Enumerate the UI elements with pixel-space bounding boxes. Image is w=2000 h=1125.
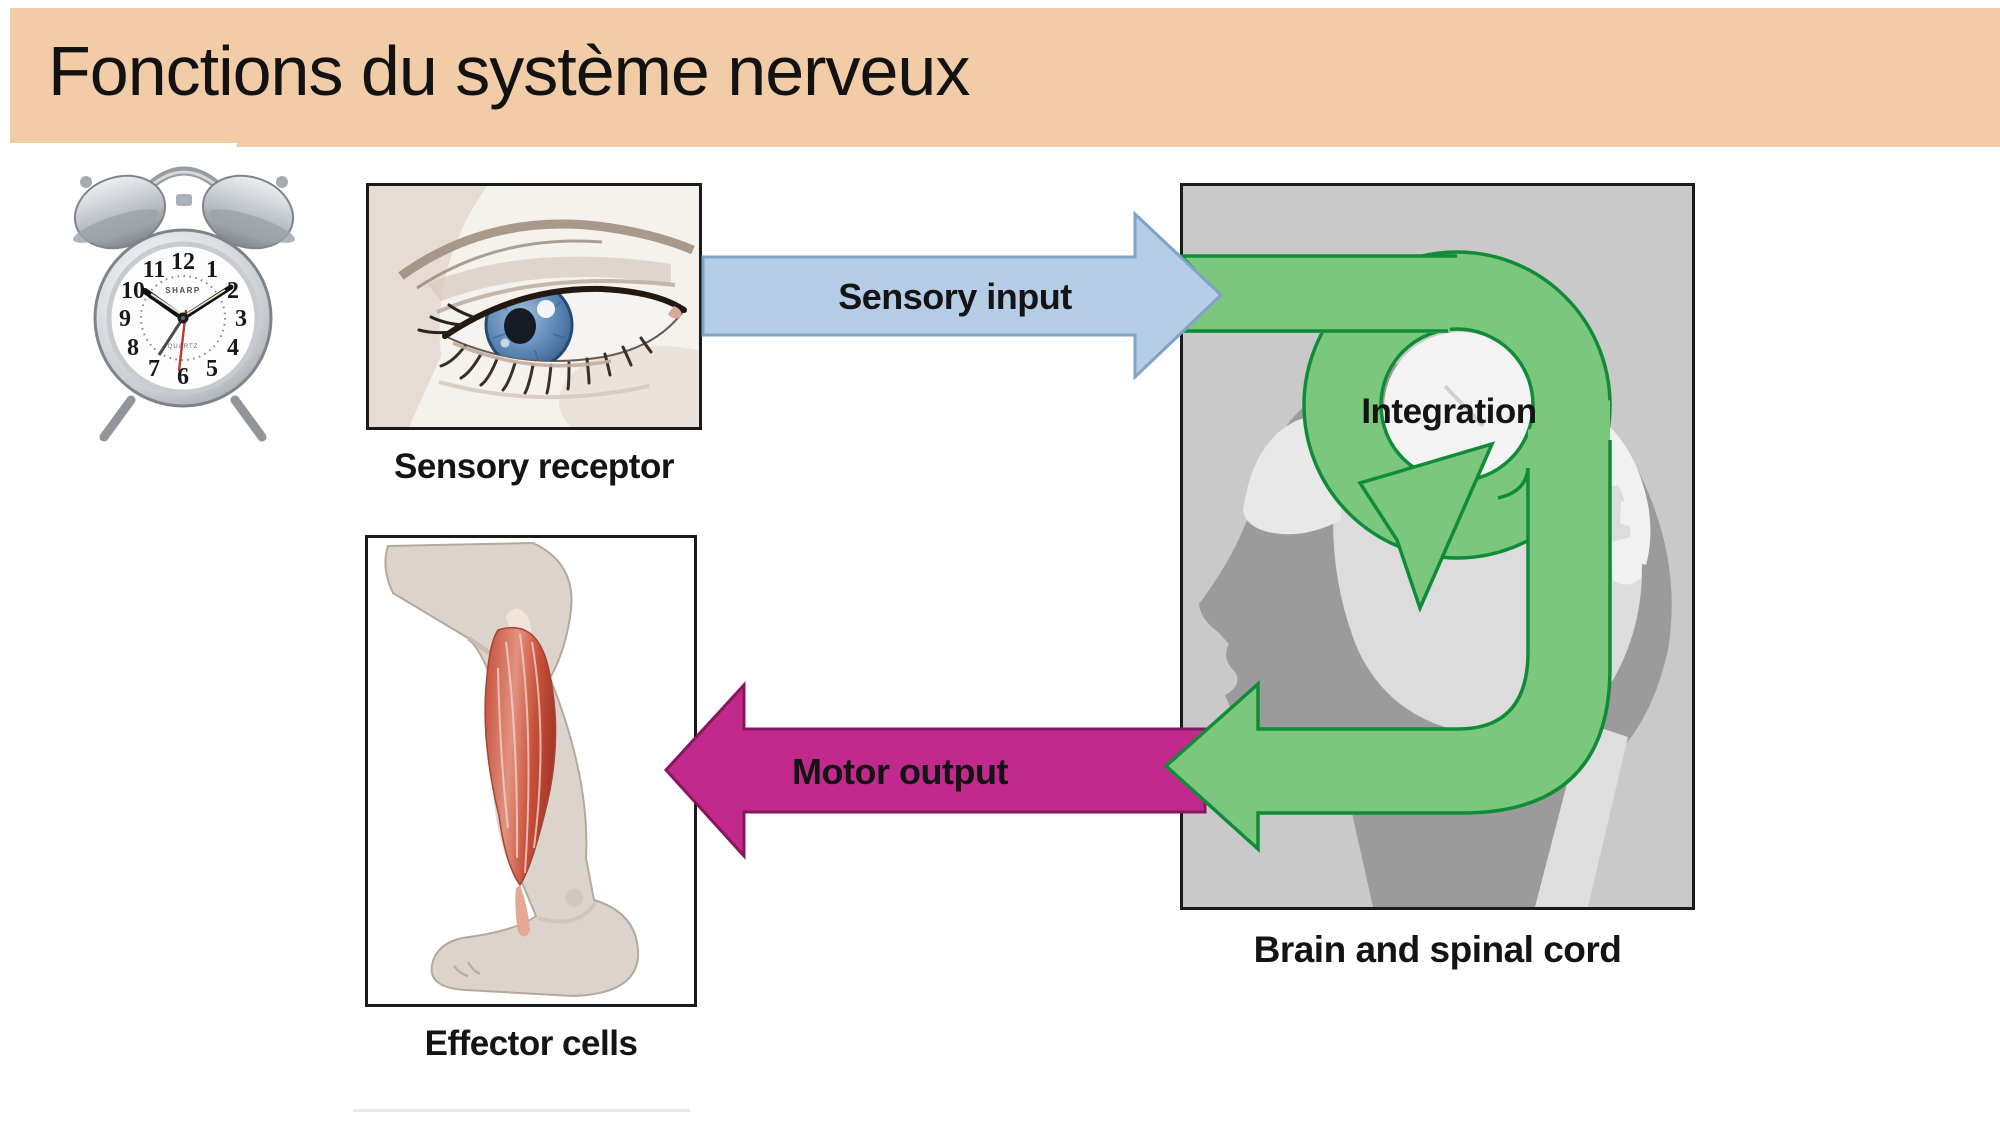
clock-bell-knob	[80, 176, 92, 188]
clock-num: 9	[119, 306, 131, 332]
sensory-receptor-image-box	[366, 183, 702, 430]
clock-hammer	[176, 194, 192, 206]
clock-alarm-hand	[157, 317, 185, 356]
brain-spinal-cord-label: Brain and spinal cord	[1253, 929, 1622, 970]
sensory-input-label: Sensory input	[838, 276, 1072, 317]
tear-duct	[668, 306, 682, 319]
upper-lash-line	[442, 285, 687, 339]
bottom-edge-fragment	[353, 1109, 690, 1112]
eyelid-crease	[436, 279, 676, 314]
motor-output-label: Motor output	[792, 751, 1008, 792]
ankle-bone	[565, 889, 583, 907]
clock-num: 3	[235, 306, 247, 332]
clock-hour-hand	[142, 288, 186, 321]
clock-num: 1	[206, 257, 218, 283]
toe-lines	[453, 961, 481, 978]
clock-num: 5	[206, 356, 218, 382]
clock-minute-dots	[140, 275, 226, 361]
pupil	[504, 308, 536, 344]
tendon-lower	[515, 885, 530, 937]
eye-highlight	[537, 300, 555, 318]
integration-label: Integration	[1361, 392, 1537, 431]
lower-lid-line	[452, 341, 612, 368]
eye-nose-shading	[369, 186, 487, 427]
alarm-clock-illustration: 12 1 2 3 4 5 6 7 8 9 10 11 SHARP QUARTZ	[73, 166, 295, 442]
clock-hands	[142, 284, 234, 372]
slide-title: Fonctions du système nerveux	[48, 32, 970, 110]
clock-num: 2	[227, 278, 239, 304]
clock-num: 12	[171, 249, 195, 275]
leg-illustration	[368, 538, 694, 1004]
upper-lashes	[417, 303, 475, 335]
brain-spinal-cord-box	[1180, 183, 1695, 910]
clock-num: 11	[143, 257, 166, 283]
clock-numerals: 12 1 2 3 4 5 6 7 8 9 10 11	[119, 249, 247, 390]
title-bar-notch	[0, 143, 237, 148]
sensory-receptor-label: Sensory receptor	[394, 447, 674, 486]
head-silhouette-graphic	[1183, 186, 1692, 907]
clock-num: 4	[227, 335, 239, 361]
effector-cells-image-box	[365, 535, 697, 1007]
title-bar	[10, 8, 2000, 147]
clock-num: 8	[127, 335, 139, 361]
clock-brand-text: SHARP	[165, 286, 201, 295]
clock-bell-knob	[276, 176, 288, 188]
eyebrow	[398, 219, 695, 280]
muscle-striations	[497, 633, 542, 874]
effector-cells-label: Effector cells	[424, 1024, 638, 1063]
clock-num: 10	[121, 278, 145, 304]
clock-bells	[73, 174, 295, 250]
clock-legs	[99, 395, 267, 442]
clock-num: 7	[148, 356, 160, 382]
eye-illustration	[369, 186, 699, 427]
eye-browridge-shading	[427, 256, 671, 301]
